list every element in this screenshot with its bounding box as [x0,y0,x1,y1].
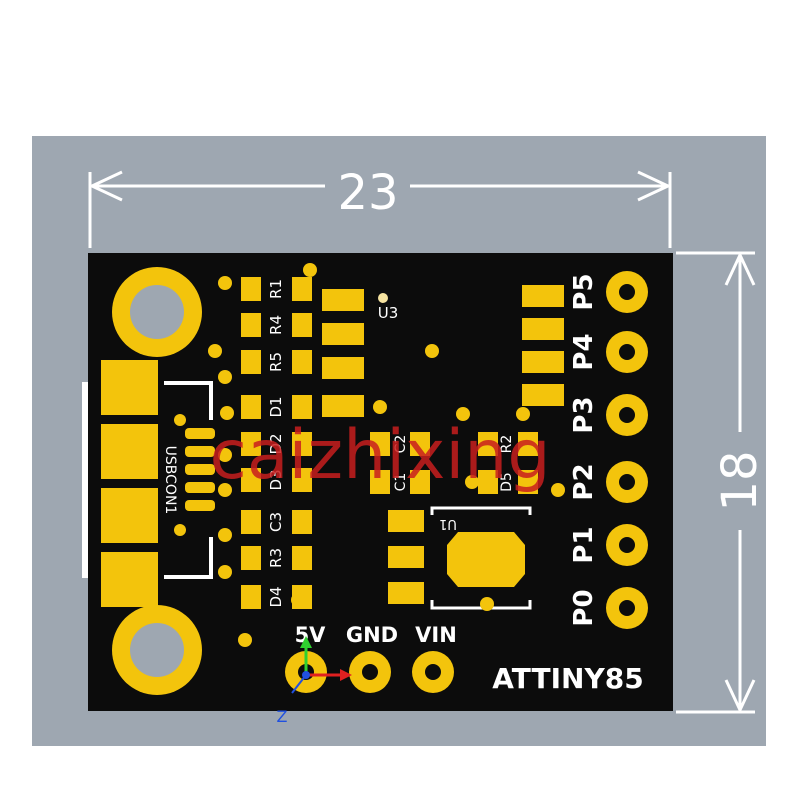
middle-component-pads [370,432,538,494]
label-c1: C1 [393,473,409,492]
chip-label: U1 [439,516,457,531]
pin-label-p3: P3 [569,396,599,433]
usb-connector-pins [174,414,215,536]
right-header-holes [606,271,648,629]
pin-label-gnd: GND [346,623,398,647]
mounting-hole-bottom [112,605,202,695]
pin-label-p0: P0 [569,589,599,626]
usb-pads [101,360,158,607]
label-r2: R2 [499,435,515,454]
label-r1: R1 [267,279,285,299]
label-d3: D3 [267,469,285,490]
usb-connector-edge [82,382,88,578]
regulator-label: U3 [378,304,399,322]
label-r3: R3 [267,548,285,568]
pin-label-p5: P5 [569,273,599,310]
pin-label-vin: VIN [415,623,457,647]
power-header-labels: 5V GND VIN [295,623,457,647]
label-c3: C3 [267,512,285,532]
label-d2: D2 [267,433,285,454]
height-label: 18 [712,450,768,511]
pin-label-5v: 5V [295,623,327,647]
regulator-pads [322,289,364,417]
mounting-hole-top [112,267,202,357]
pin-label-p1: P1 [569,526,599,563]
pin-label-p4: P4 [569,333,599,370]
middle-component-labels: C2 C1 R2 D5 [393,435,515,492]
pin-label-p2: P2 [569,463,599,500]
usb-connector-outline [164,381,213,579]
microcontroller-u1: U1 [388,506,532,610]
label-d5: D5 [499,472,515,492]
right-header-pads [522,285,564,406]
label-d4: D4 [267,586,285,607]
label-r5: R5 [267,352,285,372]
right-header-labels: P5 P4 P3 P2 P1 P0 [569,273,599,626]
vias [208,263,565,647]
label-d1: D1 [267,396,285,417]
left-component-labels: R1 R4 R5 D1 D2 D3 C3 R3 D4 [267,279,285,608]
power-header-holes [285,651,454,693]
axis-gizmo: Z [277,636,352,726]
width-label: 23 [337,165,398,221]
axis-z-label: Z [277,707,288,726]
width-dimension: 23 [88,165,672,248]
label-r4: R4 [267,315,285,335]
label-c2: C2 [393,435,409,454]
height-dimension: 18 [676,251,768,714]
watermark: caizhixing [209,416,550,495]
left-component-pads [241,277,312,609]
usb-connector-label: USBCON1 [162,446,178,515]
board-title: ATTINY85 [492,662,643,695]
